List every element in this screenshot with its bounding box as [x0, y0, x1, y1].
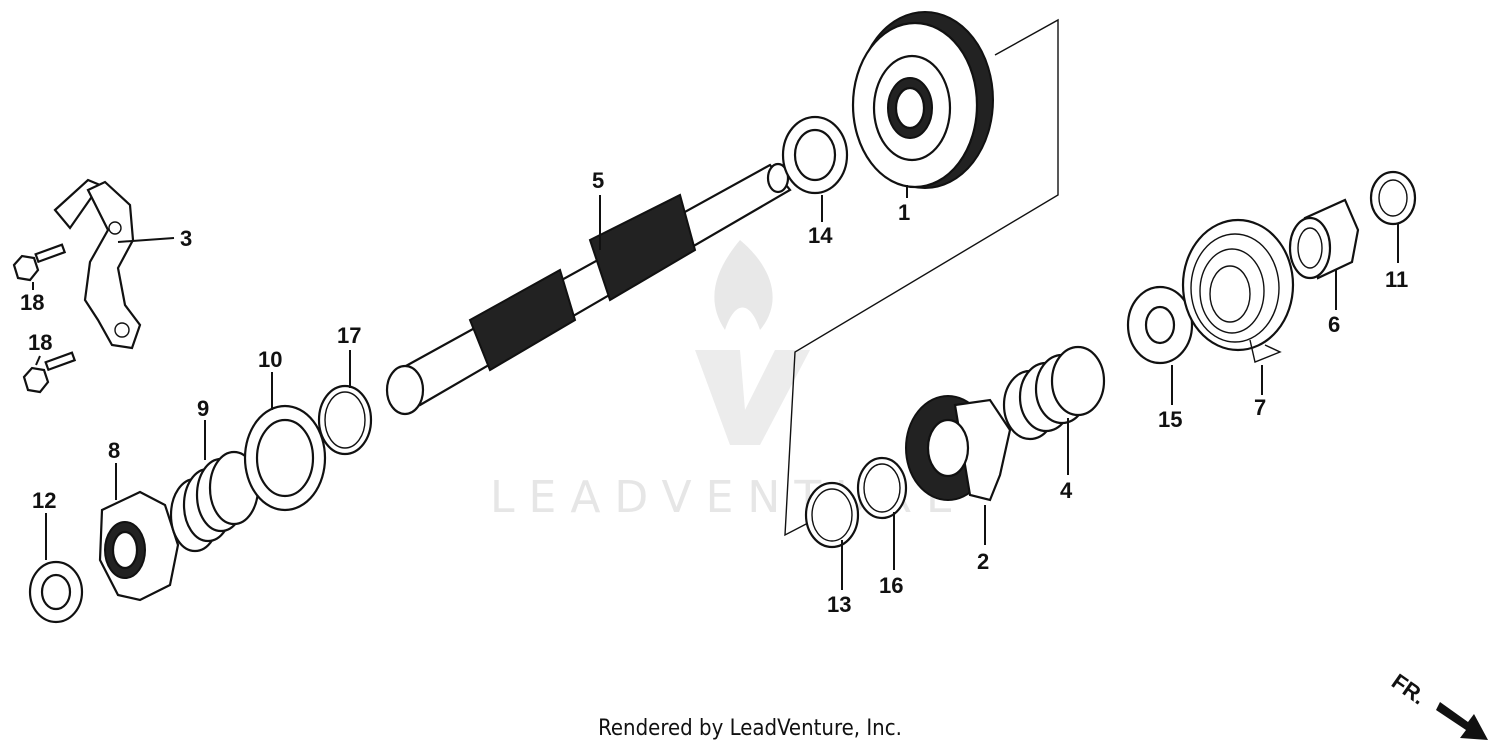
- group-bracket-lines: [784, 18, 1059, 537]
- callout-13[interactable]: 13: [827, 592, 851, 617]
- part-15-washer[interactable]: [1126, 285, 1194, 365]
- leader-lines: [32, 185, 1399, 590]
- part-4-spring[interactable]: [1002, 345, 1106, 441]
- part-7-return-spring[interactable]: [1181, 218, 1295, 363]
- part-3-bracket[interactable]: [53, 178, 142, 350]
- callout-11[interactable]: 11: [1385, 267, 1408, 292]
- watermark-flame-icon: [714, 240, 773, 330]
- part-1-gear[interactable]: [851, 11, 994, 189]
- callout-17[interactable]: 17: [337, 323, 361, 348]
- callout-3[interactable]: 3: [180, 226, 192, 251]
- part-11-washer[interactable]: [1369, 170, 1417, 226]
- part-14-washer[interactable]: [781, 115, 849, 195]
- watermark-v-logo-icon: [695, 350, 810, 445]
- part-18-bolt-lower[interactable]: [22, 351, 77, 394]
- callout-15[interactable]: 15: [1158, 407, 1182, 432]
- part-9-spring[interactable]: [169, 450, 260, 553]
- callout-10[interactable]: 10: [258, 347, 282, 372]
- callout-7[interactable]: 7: [1254, 395, 1266, 420]
- callouts: 1 2 3 4 5 6 7 8 9 10 11 12 13 14 15 16 1…: [20, 168, 1408, 617]
- callout-14[interactable]: 14: [808, 223, 833, 248]
- part-18-bolt-upper[interactable]: [12, 243, 67, 282]
- part-5-spindle[interactable]: [385, 162, 792, 416]
- callout-5[interactable]: 5: [592, 168, 604, 193]
- part-13-circlip[interactable]: [804, 481, 860, 549]
- callout-2[interactable]: 2: [977, 549, 989, 574]
- callout-16[interactable]: 16: [879, 573, 903, 598]
- callout-18-upper[interactable]: 18: [20, 290, 44, 315]
- part-16-circlip[interactable]: [856, 456, 908, 520]
- callout-18-lower[interactable]: 18: [28, 330, 52, 355]
- callout-9[interactable]: 9: [197, 396, 209, 421]
- part-17-circlip[interactable]: [317, 384, 373, 456]
- direction-arrow-icon: [1436, 702, 1488, 740]
- callout-8[interactable]: 8: [108, 438, 120, 463]
- part-6-collar[interactable]: [1288, 198, 1360, 280]
- callout-1[interactable]: 1: [898, 200, 910, 225]
- callout-6[interactable]: 6: [1328, 312, 1340, 337]
- callout-4[interactable]: 4: [1060, 478, 1073, 503]
- direction-label: FR.: [1387, 669, 1430, 710]
- part-2-ratchet[interactable]: [905, 395, 1012, 502]
- footer-credit: Rendered by LeadVenture, Inc.: [598, 716, 902, 741]
- callout-12[interactable]: 12: [32, 488, 56, 513]
- part-10-washer[interactable]: [243, 404, 327, 512]
- part-8-ratchet[interactable]: [98, 490, 180, 602]
- part-12-washer[interactable]: [28, 560, 84, 624]
